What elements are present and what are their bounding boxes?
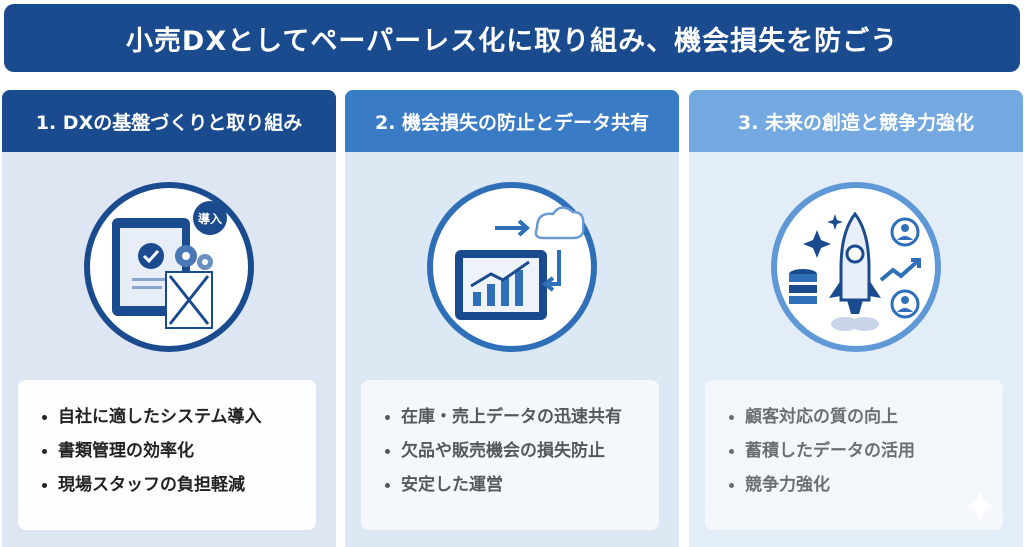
list-item: 競争力強化: [729, 468, 1003, 502]
sparkle-icon: [964, 490, 996, 522]
list-item: 現場スタッフの負担軽減: [42, 468, 316, 502]
column-future-competitiveness: 3. 未来の創造と競争力強化 顧客対応の質の向: [689, 90, 1023, 547]
rocket-growth-icon: [771, 182, 941, 352]
list-item: 在庫・売上データの迅速共有: [385, 400, 659, 434]
list-item: 欠品や販売機会の損失防止: [385, 434, 659, 468]
list-item: 自社に適したシステム導入: [42, 400, 316, 434]
feature-list-card: 自社に適したシステム導入 書類管理の効率化 現場スタッフの負担軽減: [18, 380, 316, 530]
list-item: 顧客対応の質の向上: [729, 400, 1003, 434]
list-item: 書類管理の効率化: [42, 434, 316, 468]
column-header: 2. 機会損失の防止とデータ共有: [345, 90, 679, 152]
list-item: 安定した運営: [385, 468, 659, 502]
column-header: 1. DXの基盤づくりと取り組み: [2, 90, 336, 152]
feature-list-card: 在庫・売上データの迅速共有 欠品や販売機会の損失防止 安定した運営: [361, 380, 659, 530]
tablet-paperless-icon: 導入: [84, 182, 254, 352]
feature-list-card: 顧客対応の質の向上 蓄積したデータの活用 競争力強化: [705, 380, 1003, 530]
column-loss-prevention: 2. 機会損失の防止とデータ共有 在庫・売上データの迅速共有 欠品や販売機会の損…: [345, 90, 679, 547]
column-header: 3. 未来の創造と競争力強化: [689, 90, 1023, 152]
list-item: 蓄積したデータの活用: [729, 434, 1003, 468]
page-title-banner: 小売DXとしてペーパーレス化に取り組み、機会損失を防ごう: [4, 4, 1020, 72]
column-dx-foundation: 1. DXの基盤づくりと取り組み 導入 自社に適したシステム導入 書類管理の効率…: [2, 90, 336, 547]
cloud-sync-chart-icon: [427, 182, 597, 352]
intro-badge: 導入: [198, 211, 222, 226]
